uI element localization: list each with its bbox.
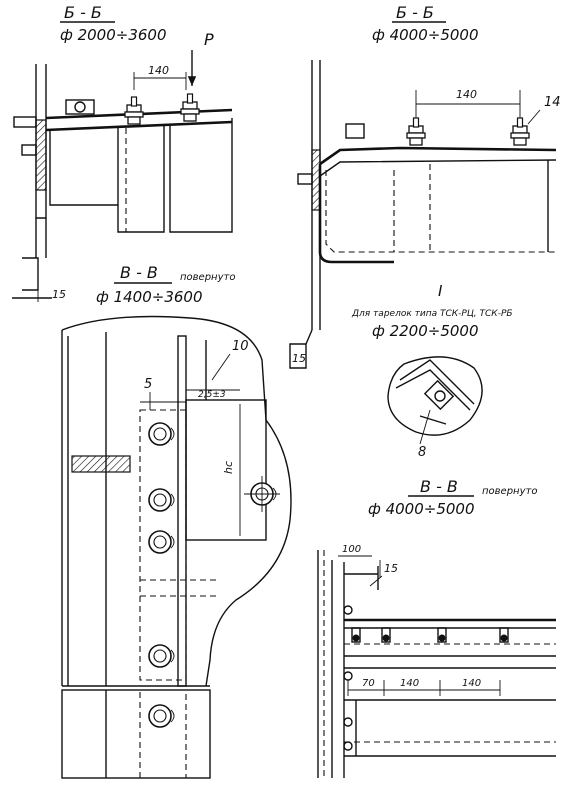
stud xyxy=(297,173,313,185)
clip-icon xyxy=(437,627,447,643)
callout-number: 8 xyxy=(418,445,426,460)
nut xyxy=(21,144,37,156)
section-view-bottom-right: В - В повернуто ф 4000÷5000 100 15 xyxy=(317,477,556,778)
clamp-block xyxy=(345,123,365,139)
tray-body xyxy=(318,164,394,264)
bolt-head-icon xyxy=(74,101,86,113)
stud xyxy=(13,116,37,128)
spacing-dimension: 140 xyxy=(400,678,419,689)
bolt-icon xyxy=(124,96,144,125)
offset-dimension: 70 xyxy=(362,678,375,689)
wall-line xyxy=(305,329,313,345)
support-beam xyxy=(71,455,131,473)
clip-icon xyxy=(499,627,509,643)
diameter-range: ф 4000÷5000 xyxy=(372,26,479,44)
cap-plate-1 xyxy=(117,126,165,233)
diameter-range: ф 1400÷3600 xyxy=(96,288,203,306)
clamp-block xyxy=(65,99,95,115)
section-title: Б - Б xyxy=(396,3,434,22)
detail-note: Для тарелок типа ТСК-РЦ, ТСК-РБ xyxy=(351,309,513,319)
callout-number: 15 xyxy=(384,562,398,575)
clip-icon xyxy=(381,627,391,643)
force-label: P xyxy=(204,30,214,49)
hidden-outline xyxy=(325,170,556,253)
bolt-icon xyxy=(180,93,200,122)
valve-icon xyxy=(148,488,175,512)
callout-number: 5 xyxy=(144,377,152,392)
detail-title: I xyxy=(438,282,443,300)
valve-icon xyxy=(148,530,175,554)
leader-line xyxy=(527,109,541,125)
clip-icon xyxy=(351,627,361,643)
clamp-nut xyxy=(423,379,455,411)
bolt-icon xyxy=(434,390,446,402)
valve-icon xyxy=(148,422,175,446)
cap-plate-2 xyxy=(169,118,233,233)
section-view-top-left: Б - Б ф 2000÷3600 P 140 15 xyxy=(12,3,233,302)
hidden-frame xyxy=(139,409,187,681)
detail-edge xyxy=(395,369,471,411)
lower-block xyxy=(61,689,211,779)
flange-dimension: 15 xyxy=(52,288,66,301)
bolt-icon xyxy=(343,741,353,751)
flange-dimension: 15 xyxy=(292,352,306,365)
section-title: В - В xyxy=(120,263,158,282)
tray-body-left xyxy=(49,130,118,206)
rotated-note: повернуто xyxy=(180,272,235,283)
spacing-dimension: 140 xyxy=(462,678,481,689)
leader-line xyxy=(419,409,431,445)
spacing-dimension: 140 xyxy=(456,88,477,101)
section-view-middle-left: В - В повернуто ф 1400÷3600 10 5 xyxy=(61,263,292,779)
bolt-icon xyxy=(406,117,426,146)
section-title: Б - Б xyxy=(64,3,102,22)
diameter-range: ф 2000÷3600 xyxy=(60,26,167,44)
leader-line xyxy=(211,353,231,381)
callout-number: 14 xyxy=(544,95,561,110)
vertical-bar xyxy=(177,335,187,687)
wall-bracket xyxy=(289,343,307,369)
rotated-note: повернуто xyxy=(482,486,537,497)
detail-view-I: I Для тарелок типа ТСК-РЦ, ТСК-РБ ф 2200… xyxy=(351,282,513,460)
diameter-range: ф 2200÷5000 xyxy=(372,322,479,340)
hidden-frame xyxy=(139,689,187,779)
section-title: В - В xyxy=(420,477,458,496)
valve-icon xyxy=(148,704,175,728)
wall-section xyxy=(35,119,47,191)
width-dimension: 100 xyxy=(342,544,361,555)
support-ring xyxy=(319,146,557,166)
bolt-icon xyxy=(343,717,353,727)
wall-bracket xyxy=(22,257,39,291)
callout-number: 10 xyxy=(232,339,249,354)
spacing-dimension: 140 xyxy=(148,64,169,77)
detail-outline xyxy=(387,356,483,436)
bolt-icon xyxy=(343,605,353,615)
bolt-icon xyxy=(343,671,353,681)
valve-icon xyxy=(148,644,175,668)
detail-edge xyxy=(419,415,447,425)
diameter-range: ф 4000÷5000 xyxy=(368,500,475,518)
detail-edge xyxy=(399,359,475,405)
shell-outline xyxy=(61,315,292,687)
section-view-top-right: Б - Б ф 4000÷5000 140 14 15 xyxy=(289,3,561,369)
tray-top xyxy=(319,159,557,177)
bolt-icon xyxy=(510,117,530,146)
gap-dimension: 2,5±3 xyxy=(198,390,226,400)
height-dimension: hc xyxy=(222,461,235,474)
